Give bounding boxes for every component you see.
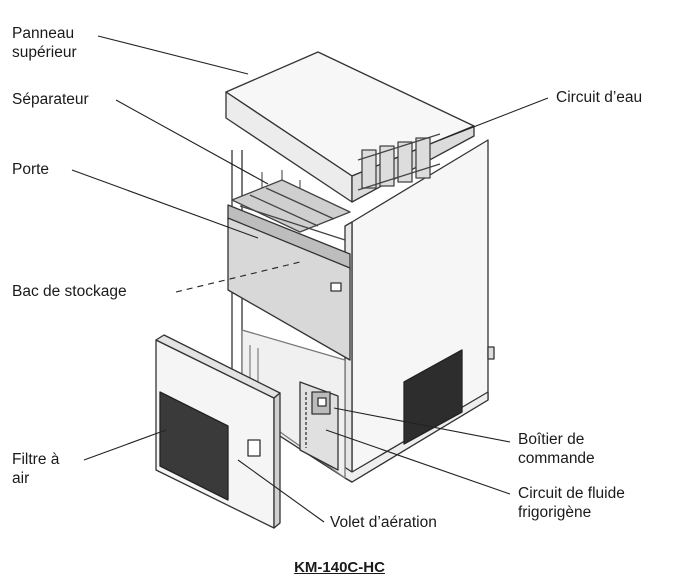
water-circuit-parts: [357, 133, 441, 191]
door: [227, 217, 351, 361]
label-refrigerant-circuit: Circuit de fluide frigorigène: [518, 485, 625, 521]
label-separator: Séparateur: [12, 91, 89, 108]
label-door: Porte: [12, 161, 50, 178]
label-water-circuit: Circuit d’eau: [556, 89, 643, 106]
label-top-panel: Panneau supérieur: [12, 25, 77, 61]
top-panel: [225, 51, 475, 177]
door-latch: [330, 282, 342, 292]
label-air-filter: Filtre à air: [12, 451, 60, 487]
label-air-shutter: Volet d’aération: [330, 514, 437, 531]
label-control-box: Boîtier de commande: [518, 431, 595, 467]
separator: [231, 179, 351, 241]
air-filter: [159, 391, 229, 501]
label-storage-bin: Bac de stockage: [12, 283, 127, 300]
shutter-handle: [247, 439, 261, 457]
front-panel-removed: [155, 334, 281, 529]
model-title: KM-140C-HC: [294, 559, 385, 576]
condenser-grill: [403, 349, 463, 445]
control-box: [299, 381, 339, 471]
